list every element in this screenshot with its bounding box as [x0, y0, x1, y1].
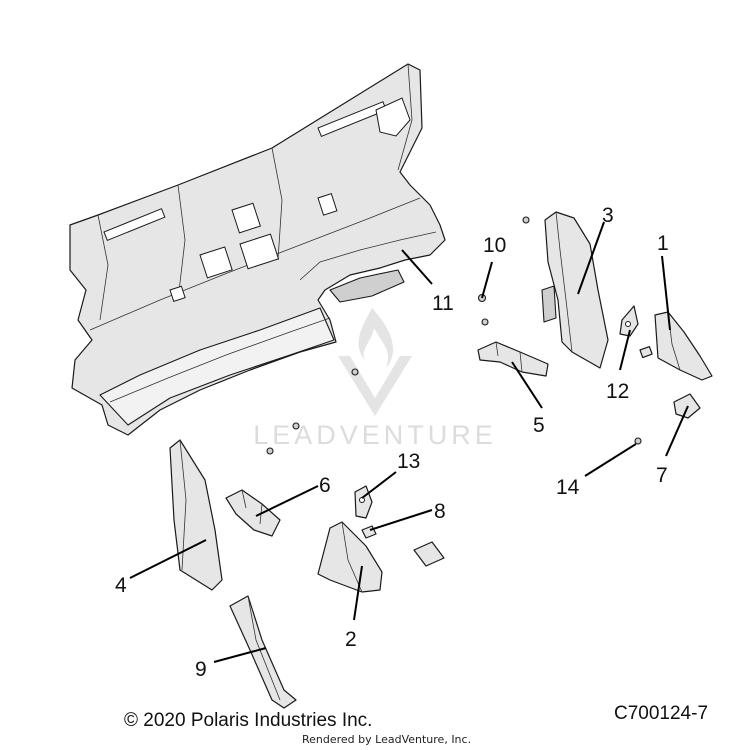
leader-lines — [129, 221, 689, 663]
leader-14 — [584, 443, 637, 477]
watermark-text: LEADVENTURE — [253, 420, 497, 450]
part-11-rear-panel — [69, 63, 446, 436]
fastener-11a — [351, 368, 359, 376]
leader-13 — [361, 471, 397, 499]
part-5-foam-block — [477, 341, 549, 377]
part-4-side-panel — [169, 439, 223, 591]
part-9-trim-strip — [229, 595, 297, 709]
part-3-side-panel — [541, 211, 609, 369]
part-pad-small — [413, 541, 445, 567]
leader-12 — [619, 329, 631, 371]
leader-8 — [369, 509, 433, 531]
callout-2: 2 — [345, 628, 357, 651]
callout-12: 12 — [606, 380, 629, 403]
part-1-bracket — [654, 311, 713, 381]
leader-9 — [213, 647, 267, 663]
fastener-11c — [266, 447, 274, 455]
fastener-10b — [481, 318, 489, 326]
callout-9: 9 — [195, 658, 207, 681]
leader-5 — [511, 361, 543, 409]
part-12-clip — [619, 305, 653, 359]
callout-3: 3 — [602, 204, 614, 227]
fastener-14 — [634, 437, 642, 445]
part-2-bracket — [317, 521, 383, 593]
callout-14: 14 — [556, 476, 580, 499]
callout-8: 8 — [434, 500, 446, 523]
callout-7: 7 — [656, 464, 668, 487]
callout-10: 10 — [483, 234, 506, 257]
leader-6 — [255, 485, 319, 517]
fastener-10c — [522, 216, 530, 224]
callout-13: 13 — [397, 450, 420, 473]
leader-2 — [353, 565, 363, 621]
callout-1: 1 — [657, 232, 669, 255]
rendered-by-text: Rendered by LeadVenture, Inc. — [302, 733, 472, 746]
leader-1 — [661, 255, 671, 331]
leader-10 — [481, 261, 493, 299]
leader-4 — [129, 539, 207, 579]
callout-11: 11 — [432, 292, 454, 315]
callout-4: 4 — [115, 574, 127, 597]
leader-7 — [665, 405, 689, 457]
leader-11 — [401, 249, 433, 285]
callout-6: 6 — [319, 474, 331, 497]
callout-5: 5 — [533, 414, 545, 437]
diagram-id: C700124-7 — [614, 703, 709, 724]
leader-3 — [577, 221, 605, 295]
callout-labels: 3 1 10 11 12 5 7 14 6 13 8 4 2 9 — [115, 204, 669, 681]
fastener-11b — [292, 422, 300, 430]
part-13-clip — [354, 485, 373, 519]
part-6-foam-block — [225, 489, 281, 537]
flame-v-logo-icon — [338, 308, 412, 416]
copyright-text: © 2020 Polaris Industries Inc. — [124, 710, 373, 731]
fasteners — [266, 216, 642, 455]
